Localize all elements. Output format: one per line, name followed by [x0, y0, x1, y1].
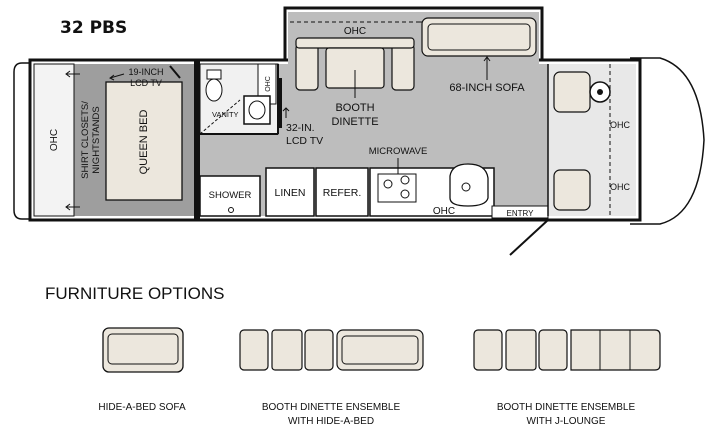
option-3-label-2: WITH J-LOUNGE	[527, 416, 606, 427]
ohc-cab-label-2: OHC	[610, 182, 631, 192]
option-3-label-1: BOOTH DINETTE ENSEMBLE	[497, 402, 636, 413]
option-2-label-1: BOOTH DINETTE ENSEMBLE	[262, 402, 401, 413]
queen-bed-label: QUEEN BED	[138, 110, 150, 175]
ohc-rear-label: OHC	[49, 129, 60, 151]
option-hide-a-bed-sofa	[102, 327, 184, 373]
option-1-label: HIDE-A-BED SOFA	[98, 402, 186, 413]
tv19-label-2: LCD TV	[130, 78, 162, 88]
tv32-label-1: 32-IN.	[286, 122, 315, 134]
model-title: 32 PBS	[60, 18, 127, 38]
tv19-label-1: 19-INCH	[128, 67, 163, 77]
sofa-label: 68-INCH SOFA	[449, 82, 525, 94]
lower-cabinets: SHOWER LINEN REFER. OHC MICROWAVE ENTRY	[199, 146, 549, 256]
slideout: OHC OHC BOOTH DINETTE 68-INCH SOFA	[290, 17, 538, 128]
closets-label-2: NIGHTSTANDS	[91, 106, 102, 173]
cab: OHC OHC	[547, 64, 636, 216]
furniture-options-title: FURNITURE OPTIONS	[45, 284, 224, 303]
entry-door	[509, 219, 549, 256]
entry-label: ENTRY	[507, 209, 535, 218]
refer-label: REFER.	[323, 187, 362, 199]
bedroom: OHC SHIRT CLOSETS/ NIGHTSTANDS QUEEN BED…	[33, 60, 200, 220]
tv32: 32-IN. LCD TV	[278, 78, 323, 147]
queen-bed	[105, 81, 183, 201]
tv32-label-2: LCD TV	[286, 135, 323, 147]
galley-sink	[449, 163, 489, 207]
ohc-cab-label-1: OHC	[610, 120, 631, 130]
option-dinette-hide-a-bed	[239, 329, 424, 371]
vanity-label: VANITY	[212, 110, 239, 119]
ohc-galley-label: OHC	[433, 206, 455, 217]
toilet	[205, 78, 223, 102]
booth-label-1: BOOTH	[335, 102, 374, 114]
ohc-dinette-label: OHC	[344, 26, 366, 37]
option-2-label-2: WITH HIDE-A-BED	[288, 416, 374, 427]
cab-chair-passenger	[553, 169, 591, 211]
shower-label: SHOWER	[209, 190, 252, 201]
ohc-bath-label: OHC	[265, 76, 272, 92]
linen-label: LINEN	[275, 187, 306, 199]
sofa-68	[421, 17, 537, 57]
option-dinette-j-lounge	[473, 329, 661, 371]
microwave-label: MICROWAVE	[369, 146, 428, 157]
bathroom: OHC VANITY	[199, 63, 279, 135]
booth-label-2: DINETTE	[331, 116, 378, 128]
closets-label-1: SHIRT CLOSETS/	[80, 101, 91, 179]
cab-chair-driver	[553, 71, 591, 113]
